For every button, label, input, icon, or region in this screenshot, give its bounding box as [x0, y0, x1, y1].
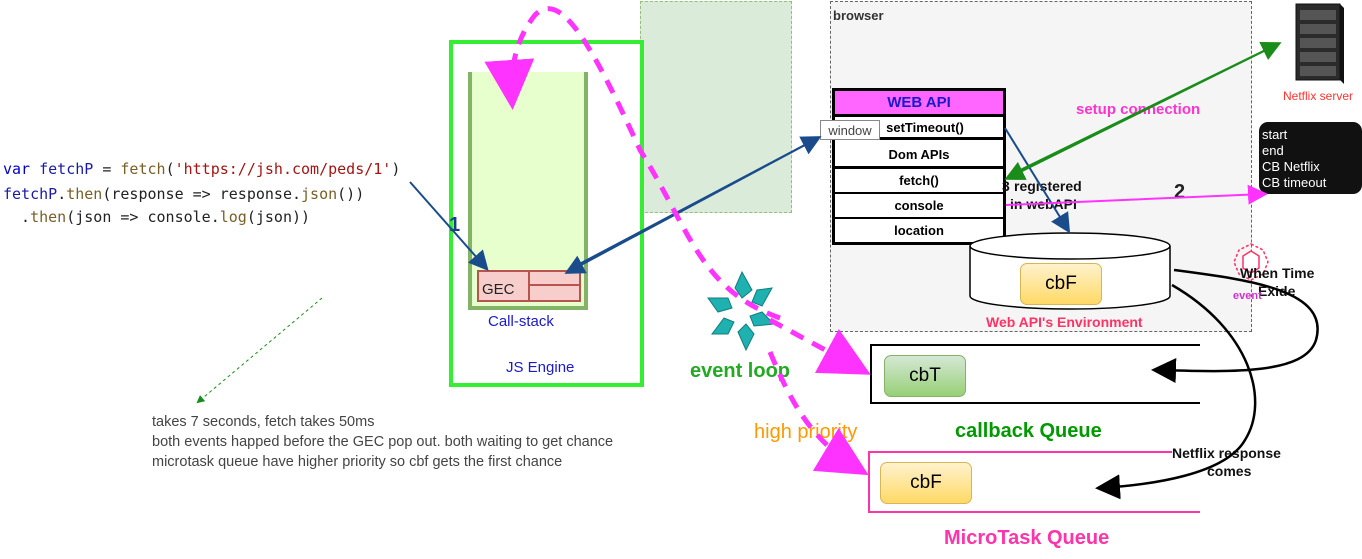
server-label: Netflix server [1283, 89, 1354, 103]
callback-queue-item-cbt: cbT [884, 355, 966, 397]
notes-block: takes 7 seconds, fetch takes 50ms both e… [152, 412, 613, 472]
code-line-1: var fetchP = fetch('https://jsh.com/peds… [3, 160, 400, 178]
api-row-fetch: fetch() [835, 169, 1003, 195]
web-api-header: WEB API [835, 91, 1003, 117]
note-line: takes 7 seconds, fetch takes 50ms [152, 414, 375, 430]
code-token: fetch [120, 160, 166, 178]
panel-line: CB Netflix [1262, 159, 1320, 174]
code-token: var [3, 160, 40, 178]
when-time-label: When Time [1240, 265, 1315, 281]
gec-divider-v [528, 272, 530, 300]
api-label: Dom APIs [888, 147, 950, 162]
env-label: Web API's Environment [986, 314, 1143, 330]
step-1-label: 1 [449, 214, 461, 236]
api-label: fetch() [899, 173, 939, 188]
code-line-3: .then(json => console.log(json)) [3, 208, 310, 226]
exide-label: Exide [1258, 283, 1296, 299]
window-tag: window [820, 120, 880, 140]
netflix-response-label-2: comes [1207, 463, 1252, 479]
code-token: json [301, 185, 338, 203]
netflix-response-label: Netflix response [1172, 445, 1281, 461]
code-token: fetchP [39, 160, 94, 178]
registered-label: registered [1014, 178, 1082, 194]
env-cbf-pill: cbF [1020, 263, 1102, 305]
call-stack-label: Call-stack [488, 313, 554, 330]
api-row-location: location [835, 219, 1003, 242]
gec-divider-h [530, 284, 581, 286]
code-token: . [3, 208, 31, 226]
api-label: location [894, 223, 944, 238]
arrow-dotted-note [196, 297, 323, 404]
gec-label: GEC [482, 281, 515, 298]
browser-label: browser [833, 8, 884, 23]
event-label: event [1233, 290, 1262, 302]
setup-connection-label: setup connection [1076, 101, 1201, 118]
api-label: console [894, 198, 944, 213]
code-token: fetchP [3, 185, 58, 203]
microtask-queue-label: MicroTask Queue [944, 527, 1110, 549]
callback-queue-label: callback Queue [955, 420, 1102, 442]
api-row-console: console [835, 194, 1003, 220]
server-panel: start end CB Netflix CB timeout [1259, 122, 1362, 194]
step-2-label: 2 [1174, 181, 1186, 203]
code-line-2: fetchP.then(response => response.json()) [3, 185, 364, 203]
js-engine-label: JS Engine [506, 359, 575, 376]
code-token: (json => console. [66, 208, 220, 226]
microtask-queue-box [868, 451, 1200, 513]
code-token: ( [165, 160, 175, 178]
event-loop-label: event loop [690, 360, 791, 382]
code-token: . [57, 185, 67, 203]
gec-frame: GEC [477, 270, 581, 302]
note-line: microtask queue have higher priority so … [152, 454, 563, 470]
api-label: setTimeout() [886, 119, 964, 135]
code-token: ) [391, 160, 401, 178]
callback-queue-box [870, 344, 1200, 404]
high-priority-label: high priority [754, 421, 858, 443]
server-icon [1295, 3, 1344, 84]
registered-label-2: in webAPI [1010, 196, 1077, 212]
code-token: (json)) [246, 208, 311, 226]
code-token: = [93, 160, 121, 178]
panel-line: start [1262, 127, 1288, 142]
code-token: ()) [337, 185, 365, 203]
code-token: (response => response. [102, 185, 302, 203]
shaded-region [640, 1, 792, 213]
code-token: 'https://jsh.com/peds/1' [174, 160, 392, 178]
registered-number: 3 [1002, 178, 1010, 194]
api-row-dom-apis: Dom APIs [835, 143, 1003, 169]
panel-line: CB timeout [1262, 175, 1327, 190]
microtask-queue-item-cbf: cbF [880, 462, 972, 504]
note-line: both events happed before the GEC pop ou… [152, 434, 614, 450]
code-token: log [219, 208, 247, 226]
code-token: then [66, 185, 103, 203]
panel-line: end [1262, 143, 1284, 158]
code-token: then [30, 208, 67, 226]
event-loop-icon [707, 270, 776, 352]
